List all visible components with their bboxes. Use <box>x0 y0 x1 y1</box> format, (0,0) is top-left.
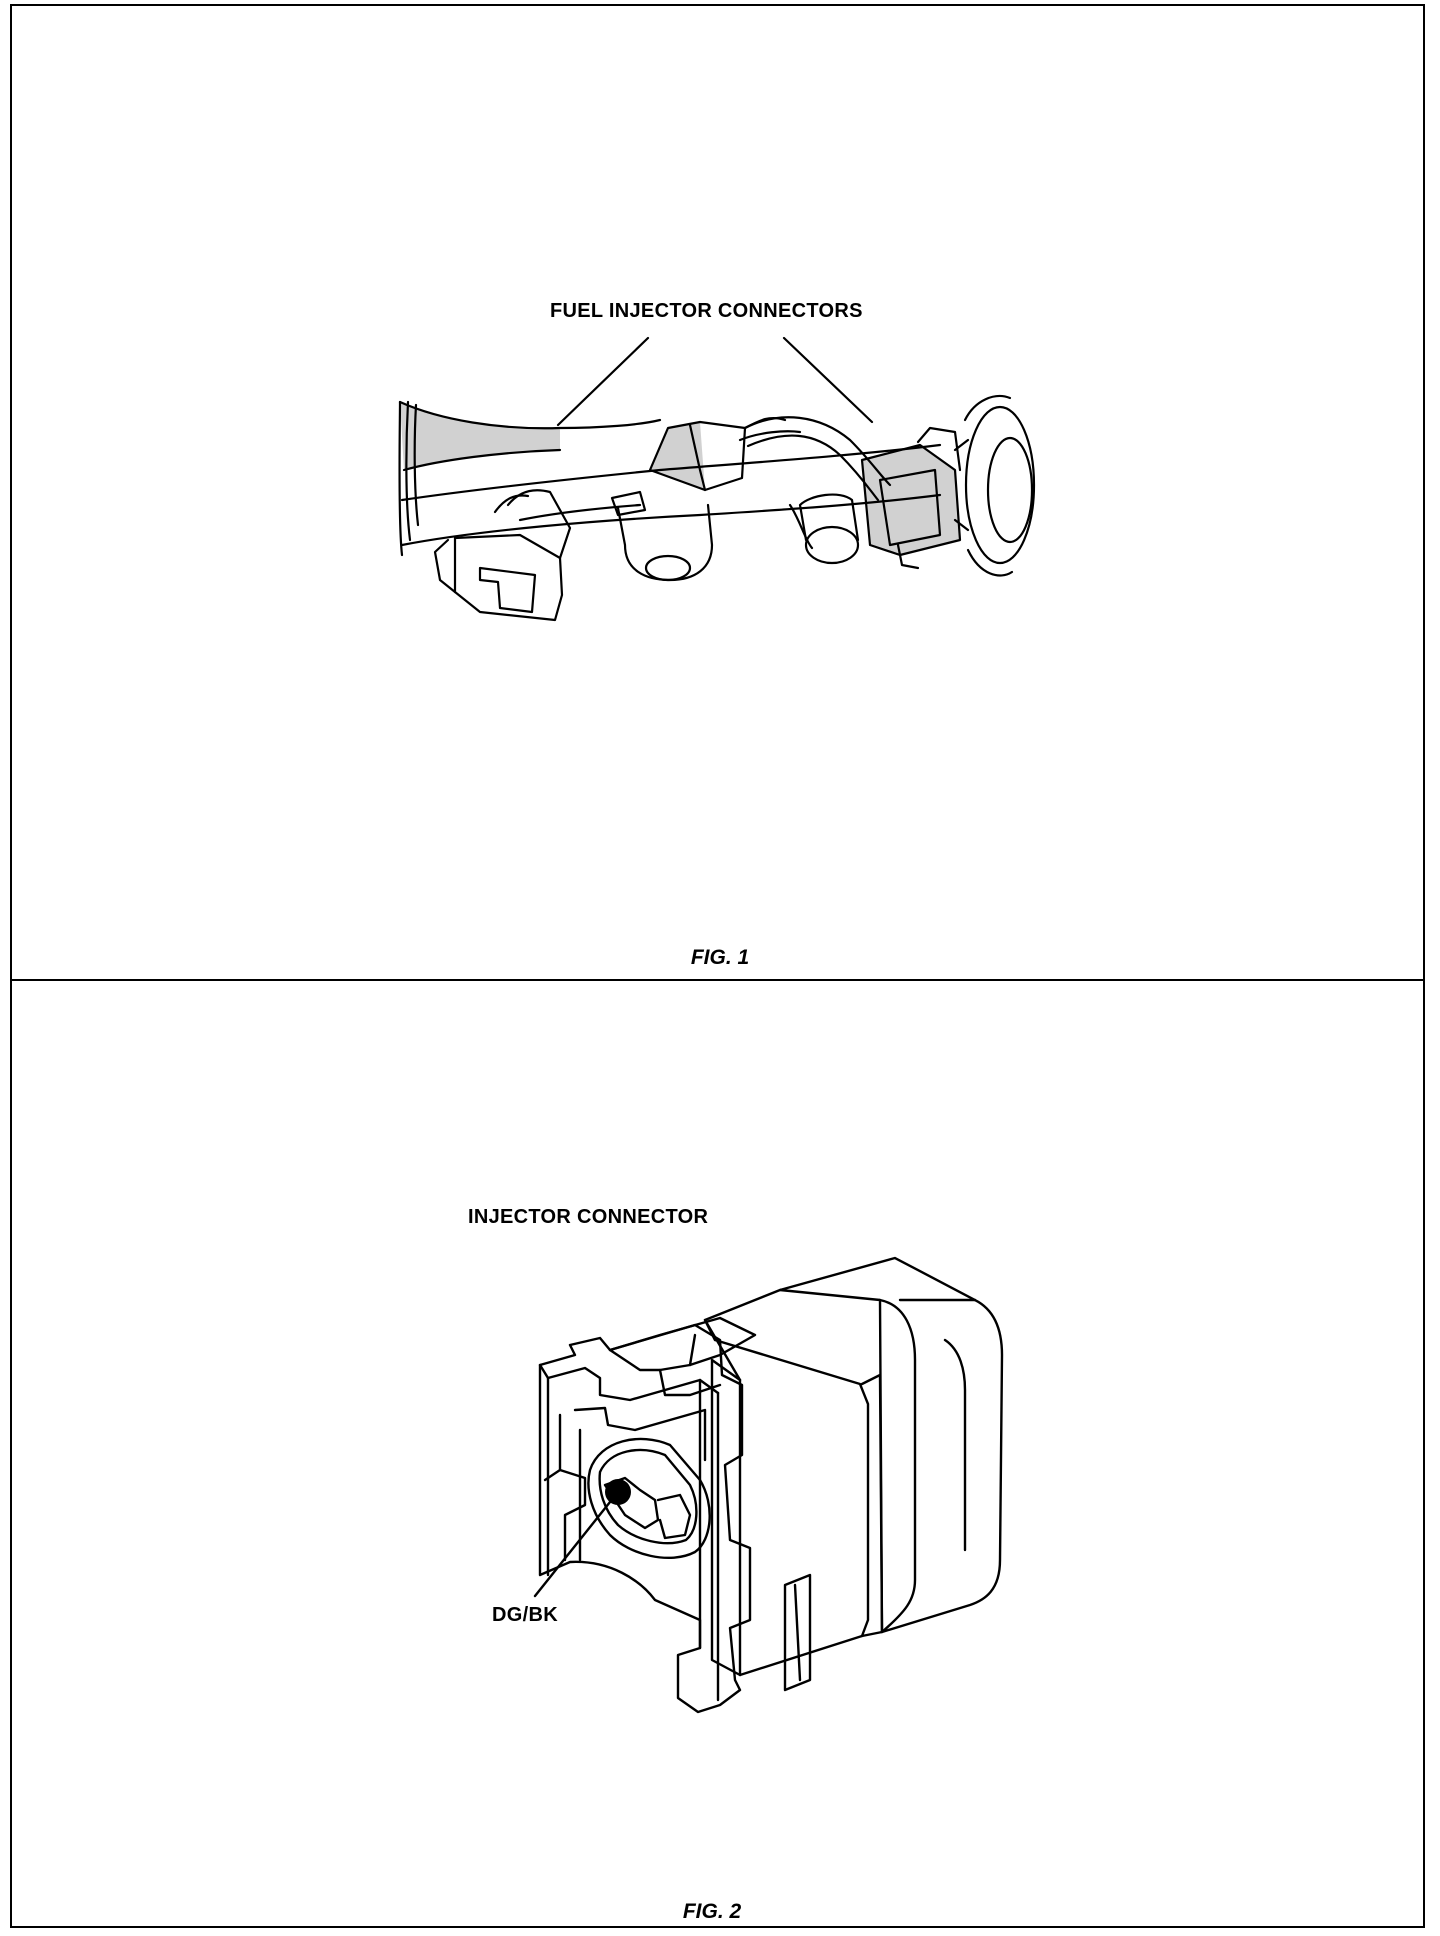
leader-line-left <box>556 336 650 427</box>
figure-divider <box>10 979 1425 981</box>
fuel-rail <box>400 493 942 547</box>
right-connector-body <box>860 443 962 557</box>
wire-label-leader <box>533 1490 620 1598</box>
outlet-tube <box>804 525 860 565</box>
wire-color-label: DG/BK <box>492 1604 558 1626</box>
connector-front-frame <box>538 1323 752 1714</box>
fuel-rail-illustration <box>398 336 1036 622</box>
figure-1-caption: FIG. 1 <box>690 946 750 969</box>
figure-2-caption: FIG. 2 <box>682 1900 742 1923</box>
connector-rear-body <box>778 1256 1004 1634</box>
pressure-regulator <box>964 405 1036 565</box>
connector-middle-block <box>703 1318 870 1677</box>
fuel-injector-connectors-label: FUEL INJECTOR CONNECTORS <box>550 300 863 322</box>
terminal-pin-dg-bk <box>605 1479 631 1505</box>
connector-latch <box>608 1316 757 1372</box>
page-frame <box>10 4 1425 1928</box>
terminal-cavity <box>587 1437 711 1560</box>
injector-connector-label: INJECTOR CONNECTOR <box>468 1206 709 1228</box>
left-connector-body <box>453 533 564 622</box>
leader-line-right <box>782 336 874 424</box>
